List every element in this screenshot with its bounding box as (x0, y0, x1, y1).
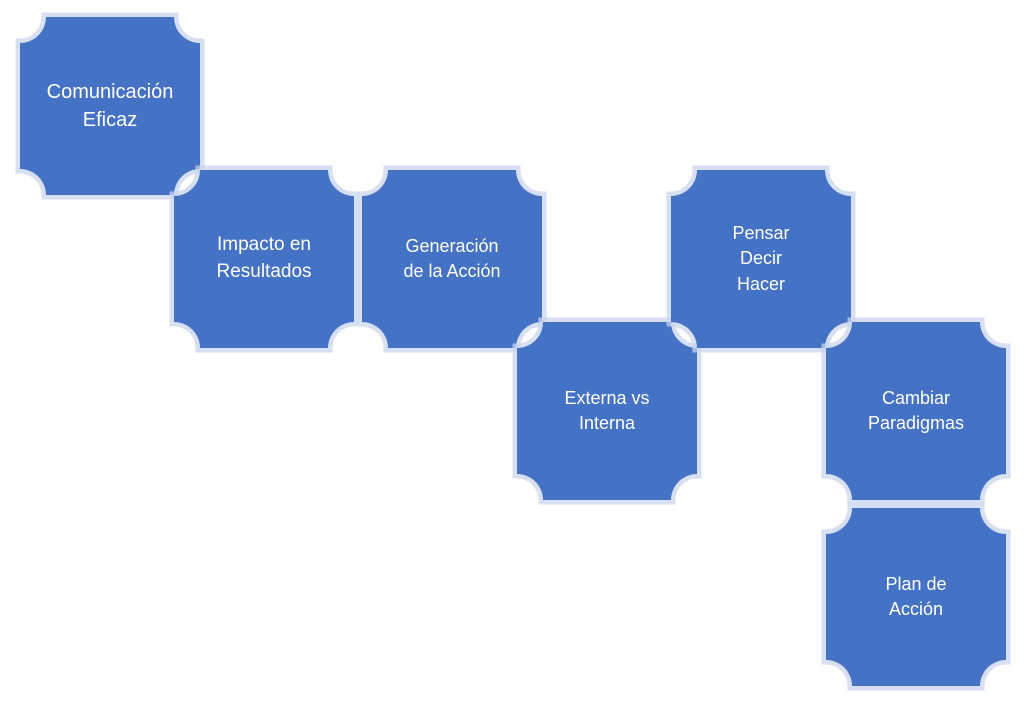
tile-generacion-de-la-accion: Generación de la Acción (357, 165, 547, 353)
tile-shape (169, 165, 359, 353)
tile-label: Generación de la Acción (403, 235, 501, 281)
tile-comunicacion-eficaz: Comunicación Eficaz (15, 12, 205, 200)
tile-shape (821, 317, 1011, 505)
tile-label: Externa vs Interna (564, 387, 650, 433)
tile-label: Plan de Acción (885, 573, 947, 619)
tile-label: Cambiar Paradigmas (867, 387, 965, 433)
tile-shape (512, 317, 702, 505)
tile-plan-de-accion: Plan de Acción (821, 503, 1011, 691)
tile-cambiar-paradigmas: Cambiar Paradigmas (821, 317, 1011, 505)
tile-label: Pensar Decir Hacer (732, 223, 790, 294)
tile-impacto-en-resultados: Impacto en Resultados (169, 165, 359, 353)
tile-shape (821, 503, 1011, 691)
tile-externa-vs-interna: Externa vs Interna (512, 317, 702, 505)
tile-label: Impacto en Resultados (216, 234, 312, 282)
tile-pensar-decir-hacer: Pensar Decir Hacer (666, 165, 856, 353)
tile-label: Comunicación Eficaz (46, 81, 174, 131)
